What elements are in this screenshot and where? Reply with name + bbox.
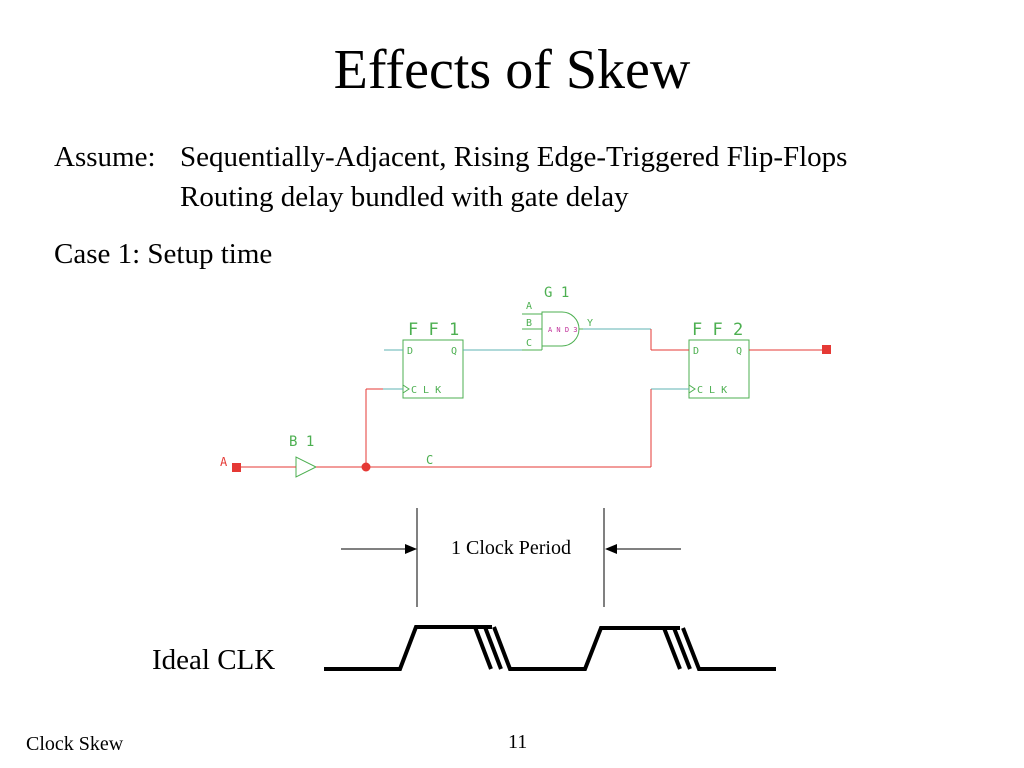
ff2-clock-triangle [688,384,696,394]
g1-and-gate: G 1 A B C A N D 3 Y [522,285,593,351]
assume-line-1: Sequentially-Adjacent, Rising Edge-Trigg… [180,141,848,173]
assume-line-2: Routing delay bundled with gate delay [180,181,629,213]
ff1-d-pin: D [407,346,413,357]
red-wires [241,329,822,468]
g1-name: G 1 [544,285,569,301]
g1-pin-c: C [526,338,532,349]
g1-pin-a: A [526,301,532,312]
ff2-q-pin: Q [736,346,742,357]
schematic: F F 1 D Q C L K F F 2 D Q C L K G 1 A B [220,285,831,478]
waveform-label: Ideal CLK [152,644,275,676]
net-c-label: C [426,453,433,467]
ff1-q-pin: Q [451,346,457,357]
teal-wires [383,328,689,390]
ff2-clk-pin: C L K [697,385,727,396]
junction-dot [361,462,371,472]
port-a-marker [232,463,241,472]
g1-pin-b: B [526,318,532,329]
g1-pin-y: Y [587,318,593,329]
arrow-left-head [605,544,617,554]
assume-label: Assume: [54,141,156,173]
b1-buffer: B 1 [289,434,318,478]
arrow-right-head [405,544,417,554]
port-a-label: A [220,455,228,469]
ideal-clk-waveform: Ideal CLK [152,625,776,676]
footer-left: Clock Skew [26,733,124,755]
page-number: 11 [508,731,528,753]
ff2-d-pin: D [693,346,699,357]
ff1-flip-flop: F F 1 D Q C L K [402,320,464,399]
clock-period-annotation: 1 Clock Period [341,508,681,607]
ff2-name: F F 2 [692,320,743,340]
ff2-flip-flop: F F 2 D Q C L K [688,320,750,399]
g1-type-label: A N D 3 [548,326,578,334]
slide-title: Effects of Skew [333,39,691,101]
clock-period-label: 1 Clock Period [451,537,571,559]
output-port-marker [822,345,831,354]
ff1-clock-triangle [402,384,410,394]
b1-name: B 1 [289,434,314,450]
case-label: Case 1: Setup time [54,238,273,270]
ff1-name: F F 1 [408,320,459,340]
ff1-clk-pin: C L K [411,385,441,396]
